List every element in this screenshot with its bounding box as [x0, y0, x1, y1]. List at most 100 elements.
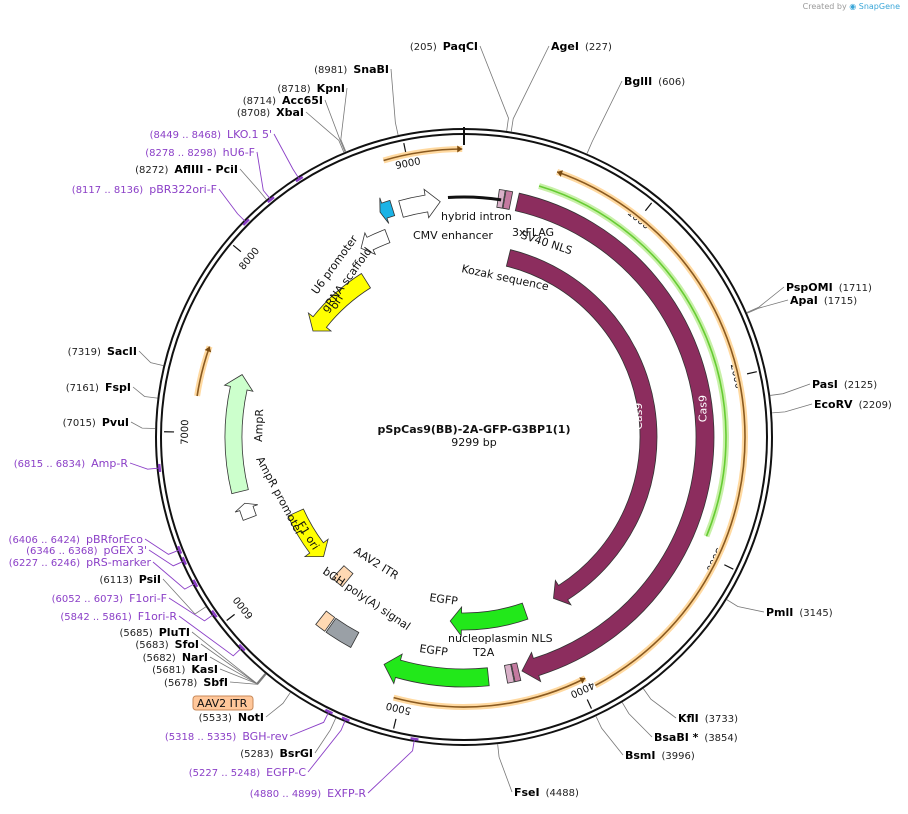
primer-leader: [148, 549, 186, 567]
site-fsei[interactable]: FseI(4488): [514, 786, 579, 799]
site-name: PvuI: [102, 416, 129, 429]
orf-bottom: [393, 677, 586, 708]
credit-prefix: Created by: [802, 2, 847, 11]
primer-name: pRS-marker: [86, 556, 151, 569]
site-pos: (8718): [277, 84, 310, 95]
site-bsrgi[interactable]: BsrGI(5283): [240, 747, 313, 760]
site-name: SbfI: [203, 676, 228, 689]
site-name: BglII: [624, 75, 652, 88]
primer-leader: [152, 561, 197, 590]
primer-bgh-rev[interactable]: BGH-rev(5318 .. 5335): [165, 730, 289, 743]
primer-pgex-3-[interactable]: pGEX 3'(6346 .. 6368): [26, 544, 147, 557]
site-noti[interactable]: NotI(5533): [199, 711, 264, 724]
site-psii[interactable]: PsiI(6113): [99, 573, 161, 586]
site-afliii---pcii[interactable]: AflIII - PciI(8272): [135, 163, 238, 176]
site-sbfi[interactable]: SbfI (5678): [164, 676, 228, 689]
site-pos: (7015): [63, 418, 96, 429]
primer-mark: [157, 463, 162, 473]
site-xbai[interactable]: XbaI(8708): [237, 106, 304, 119]
site-paqci[interactable]: PaqCI(205): [410, 40, 478, 53]
site-pmli[interactable]: PmlI(3145): [766, 606, 833, 619]
site-snabi[interactable]: SnaBI(8981): [314, 63, 389, 76]
site-kfli[interactable]: KflI(3733): [678, 712, 738, 725]
primer-lko-1-5-[interactable]: LKO.1 5'(8449 .. 8468): [150, 128, 272, 141]
primer-exfp-r[interactable]: EXFP-R(4880 .. 4899): [250, 787, 367, 800]
label-ampr: AmpR: [252, 408, 266, 442]
site-ecorv[interactable]: EcoRV (2209): [814, 398, 892, 411]
egfp-inner-arrow: [449, 602, 529, 638]
site-pspomi[interactable]: PspOMI(1711): [786, 281, 872, 294]
tick-line: [586, 699, 593, 709]
site-pos: (5678): [164, 678, 197, 689]
site-pos: (8714): [243, 96, 276, 107]
site-sacii[interactable]: SacII(7319): [68, 345, 137, 358]
site-leader: [621, 702, 653, 738]
site-apai[interactable]: ApaI (1715): [790, 294, 857, 307]
orf-arcs: [194, 145, 748, 710]
site-leader: [138, 350, 164, 367]
site-leader: [239, 168, 267, 200]
site-labels: PaqCI(205) AgeI (227) BglII (606) PspOMI(1711…: [63, 40, 892, 799]
primer-pos: (8449 .. 8468): [150, 130, 222, 141]
primer-f1ori-r[interactable]: F1ori-R(5842 .. 5861): [60, 610, 177, 623]
site-leader: [595, 716, 624, 756]
site-name: SacII: [107, 345, 137, 358]
site-pos: (5683): [135, 640, 168, 651]
site-name: AgeI: [551, 40, 579, 53]
site-name: EcoRV: [814, 398, 853, 411]
site-name: ApaI: [790, 294, 818, 307]
site-name: XbaI: [276, 106, 304, 119]
site-kasi[interactable]: KasI(5681): [152, 663, 218, 676]
site-pos: (6113): [99, 575, 132, 586]
primer-pos: (5318 .. 5335): [165, 732, 237, 743]
site-name: PmlI: [766, 606, 793, 619]
site-name: SfoI: [175, 638, 199, 651]
site-pos: (4488): [546, 788, 579, 799]
tick-label: 7000: [180, 419, 191, 445]
site-nari[interactable]: NarI(5682): [143, 651, 208, 664]
site-name: FspI: [105, 381, 131, 394]
site-fspi[interactable]: FspI(7161): [66, 381, 131, 394]
primer-name: F1ori-F: [129, 592, 167, 605]
primer-pbr322ori-f[interactable]: pBR322ori-F(8117 .. 8136): [72, 183, 217, 196]
site-bsmi[interactable]: BsmI(3996): [625, 749, 695, 762]
t2a-box: [504, 663, 515, 684]
site-pvui[interactable]: PvuI (7015): [63, 416, 129, 429]
primer-f1ori-f[interactable]: F1ori-F(6052 .. 6073): [52, 592, 167, 605]
site-leader: [726, 599, 765, 613]
site-bsabi--[interactable]: BsaBI *(3854): [654, 731, 738, 744]
tick-line: [226, 613, 235, 622]
primer-amp-r[interactable]: Amp-R(6815 .. 6834): [14, 457, 129, 470]
tick-line: [403, 142, 407, 154]
cas9-inner-arrow: [505, 249, 658, 606]
primer-leader: [307, 718, 347, 773]
primer-pbrforeco[interactable]: pBRforEco(6406 .. 6424): [9, 533, 144, 546]
label-cmv-enhancer: CMV enhancer: [413, 229, 493, 242]
site-pluti[interactable]: PluTI(5685): [119, 626, 190, 639]
primer-mark: [324, 708, 334, 715]
site-pos: (2209): [859, 400, 892, 411]
site-sfoi[interactable]: SfoI (5683): [135, 638, 199, 651]
site-leader: [510, 45, 550, 132]
site-agei[interactable]: AgeI (227): [551, 40, 612, 53]
bgh-polya-box: [325, 617, 360, 649]
site-pasi[interactable]: PasI(2125): [812, 378, 877, 391]
site-leader: [643, 688, 677, 719]
site-acc65i[interactable]: Acc65I(8714): [243, 94, 323, 107]
site-pos: (8272): [135, 165, 168, 176]
site-pos: (227): [585, 42, 612, 53]
site-name: NotI: [238, 711, 264, 724]
primer-egfp-c[interactable]: EGFP-C(5227 .. 5248): [189, 766, 307, 779]
hybrid-intron-line: [447, 195, 502, 202]
site-pos: (606): [658, 77, 685, 88]
site-pos: (1715): [824, 296, 857, 307]
label-itr-inner: AAV2 ITR: [351, 545, 401, 583]
primer-hu6-f[interactable]: hU6-F(8278 .. 8298): [145, 146, 255, 159]
primer-prs-marker[interactable]: pRS-marker(6227 .. 6246): [9, 556, 152, 569]
primer-name: EXFP-R: [327, 787, 366, 800]
site-bglii[interactable]: BglII (606): [624, 75, 685, 88]
site-pos: (5685): [119, 628, 152, 639]
primer-leader: [168, 597, 216, 622]
site-kpni[interactable]: KpnI(8718): [277, 82, 345, 95]
